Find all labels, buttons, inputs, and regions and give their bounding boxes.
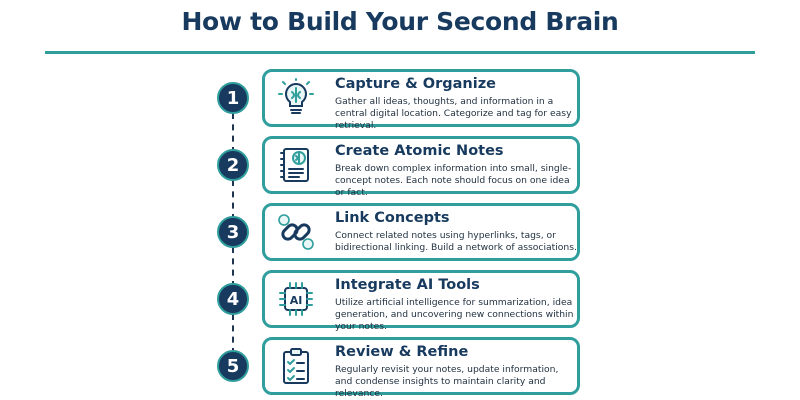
step-connector (232, 113, 234, 153)
step-connector (232, 247, 234, 287)
step-number-badge: 4 (217, 283, 249, 315)
step-card-ai-tools: AI Integrate AI Tools Utilize artificial… (262, 270, 580, 332)
step-number-badge: 5 (217, 350, 249, 382)
step-number-badge: 1 (217, 82, 249, 114)
title-divider (45, 51, 755, 54)
ai-chip-label: AI (290, 294, 303, 307)
notebook-brain-icon (273, 145, 319, 185)
step-description: Connect related notes using hyperlinks, … (335, 230, 577, 253)
step-title: Capture & Organize (335, 76, 496, 92)
step-card-atomic-notes: Create Atomic Notes Break down complex i… (262, 136, 580, 198)
step-description: Utilize artificial intelligence for summ… (335, 297, 574, 332)
step-number-badge: 3 (217, 216, 249, 248)
checklist-clipboard-icon (273, 346, 319, 386)
step-title: Link Concepts (335, 210, 450, 226)
lightbulb-brain-icon (273, 78, 319, 118)
step-connector (232, 314, 234, 354)
step-title: Create Atomic Notes (335, 143, 504, 159)
step-number-badge: 2 (217, 149, 249, 181)
step-description: Break down complex information into smal… (335, 163, 572, 198)
step-title: Integrate AI Tools (335, 277, 480, 293)
step-title: Review & Refine (335, 344, 469, 360)
chain-link-brain-icon (273, 212, 319, 252)
step-card-link-concepts: Link Concepts Connect related notes usin… (262, 203, 580, 261)
page-title: How to Build Your Second Brain (181, 7, 619, 36)
step-card-review-refine: Review & Refine Regularly revisit your n… (262, 337, 580, 399)
step-description: Regularly revisit your notes, update inf… (335, 364, 559, 399)
step-connector (232, 180, 234, 220)
step-card-capture-organize: Capture & Organize Gather all ideas, tho… (262, 69, 580, 131)
ai-chip-icon: AI (273, 279, 319, 319)
step-description: Gather all ideas, thoughts, and informat… (335, 96, 572, 131)
